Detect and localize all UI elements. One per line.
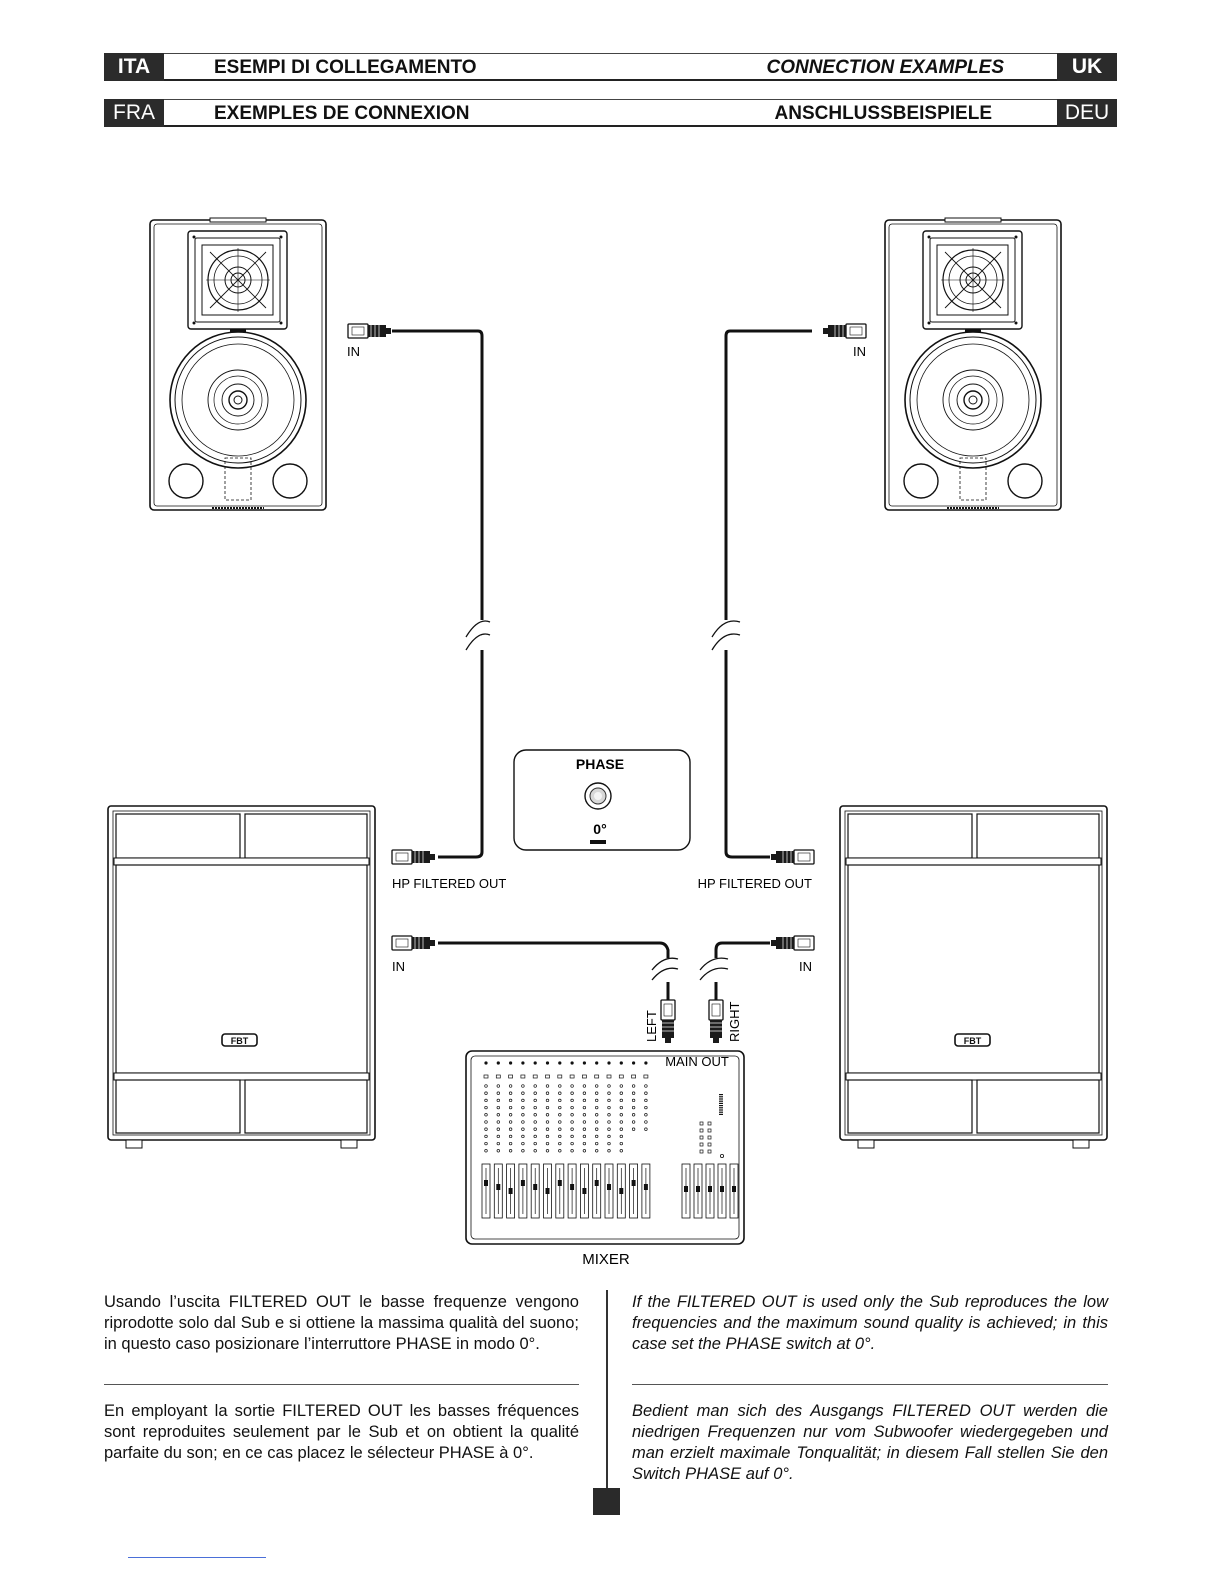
xlr-connector-main-out-left <box>660 999 676 1044</box>
cable-break-mark <box>465 620 494 651</box>
fbt-logo-right <box>954 1033 991 1047</box>
fbt-logo-text-left: FBT <box>231 1036 249 1046</box>
lang-tag-deu: DEU <box>1057 99 1117 127</box>
top-speaker-left <box>149 217 327 511</box>
label-in-sub-left: IN <box>392 959 405 974</box>
subwoofer-left <box>107 805 376 1149</box>
xlr-connector-in-top-left <box>347 323 392 339</box>
paragraph-deu: Bedient man sich des Ausgangs FILTERED O… <box>632 1402 1108 1483</box>
label-hp-filtered-out-left: HP FILTERED OUT <box>392 876 506 891</box>
cable-left-top <box>392 329 484 859</box>
fbt-logo-text-right: FBT <box>964 1036 982 1046</box>
divider-right <box>632 1384 1108 1385</box>
label-in-sub-right: IN <box>799 959 812 974</box>
phase-value: 0° <box>593 821 606 837</box>
lang-tag-uk: UK <box>1057 53 1117 81</box>
connection-diagram: FBT FBT IN IN HP FILTERED OUT HP FILTERE… <box>107 217 1108 1268</box>
fbt-logo-left <box>221 1033 258 1047</box>
phase-switch-panel: PHASE 0° <box>513 749 691 851</box>
header-row-2: FRA EXEMPLES DE CONNEXION ANSCHLUSSBEISP… <box>104 99 1117 127</box>
title-uk: CONNECTION EXAMPLES <box>766 57 1004 78</box>
cable-left-sub <box>438 941 670 1000</box>
xlr-connector-hp-right <box>770 849 815 865</box>
cable-break-mark <box>651 957 680 982</box>
subwoofer-right <box>839 805 1108 1149</box>
lang-tag-fra: FRA <box>104 99 164 127</box>
divider-left <box>104 1384 579 1385</box>
title-ita: ESEMPI DI COLLEGAMENTO <box>214 57 477 78</box>
page-marker <box>593 1488 620 1515</box>
footer-line <box>128 1557 266 1558</box>
xlr-connector-in-sub-left <box>391 935 436 951</box>
xlr-connector-in-top-right <box>822 323 867 339</box>
label-main-out: MAIN OUT <box>665 1054 729 1069</box>
header-row-1: ITA ESEMPI DI COLLEGAMENTO CONNECTION EX… <box>104 53 1117 81</box>
label-hp-filtered-out-right: HP FILTERED OUT <box>698 876 812 891</box>
title-deu: ANSCHLUSSBEISPIELE <box>774 103 992 124</box>
header-rule <box>104 125 1117 127</box>
header-top-rule <box>164 53 1057 54</box>
label-in-top-left: IN <box>347 344 360 359</box>
paragraph-ita: Usando l’uscita FILTERED OUT le basse fr… <box>104 1293 579 1353</box>
header-rule <box>104 79 1117 81</box>
label-in-top-right: IN <box>853 344 866 359</box>
cable-break-mark <box>699 957 729 982</box>
label-mixer: MIXER <box>582 1251 630 1268</box>
label-right: RIGHT <box>727 1002 742 1043</box>
mixer <box>465 1050 745 1245</box>
xlr-connector-main-out-right <box>708 999 724 1044</box>
paragraph-fra: En employant la sortie FILTERED OUT les … <box>104 1402 579 1462</box>
header-top-rule <box>164 99 1057 100</box>
cable-break-mark <box>711 620 741 651</box>
xlr-connector-in-sub-right <box>770 935 815 951</box>
phase-title: PHASE <box>576 756 624 772</box>
cable-right-sub <box>714 941 770 1000</box>
xlr-connector-hp-left <box>391 849 436 865</box>
cable-right-top <box>724 329 812 859</box>
title-fra: EXEMPLES DE CONNEXION <box>214 103 470 124</box>
top-speaker-right <box>884 217 1062 511</box>
column-divider <box>606 1290 608 1488</box>
lang-tag-ita: ITA <box>104 53 164 81</box>
label-left: LEFT <box>644 1010 659 1042</box>
paragraph-uk: If the FILTERED OUT is used only the Sub… <box>632 1293 1108 1353</box>
